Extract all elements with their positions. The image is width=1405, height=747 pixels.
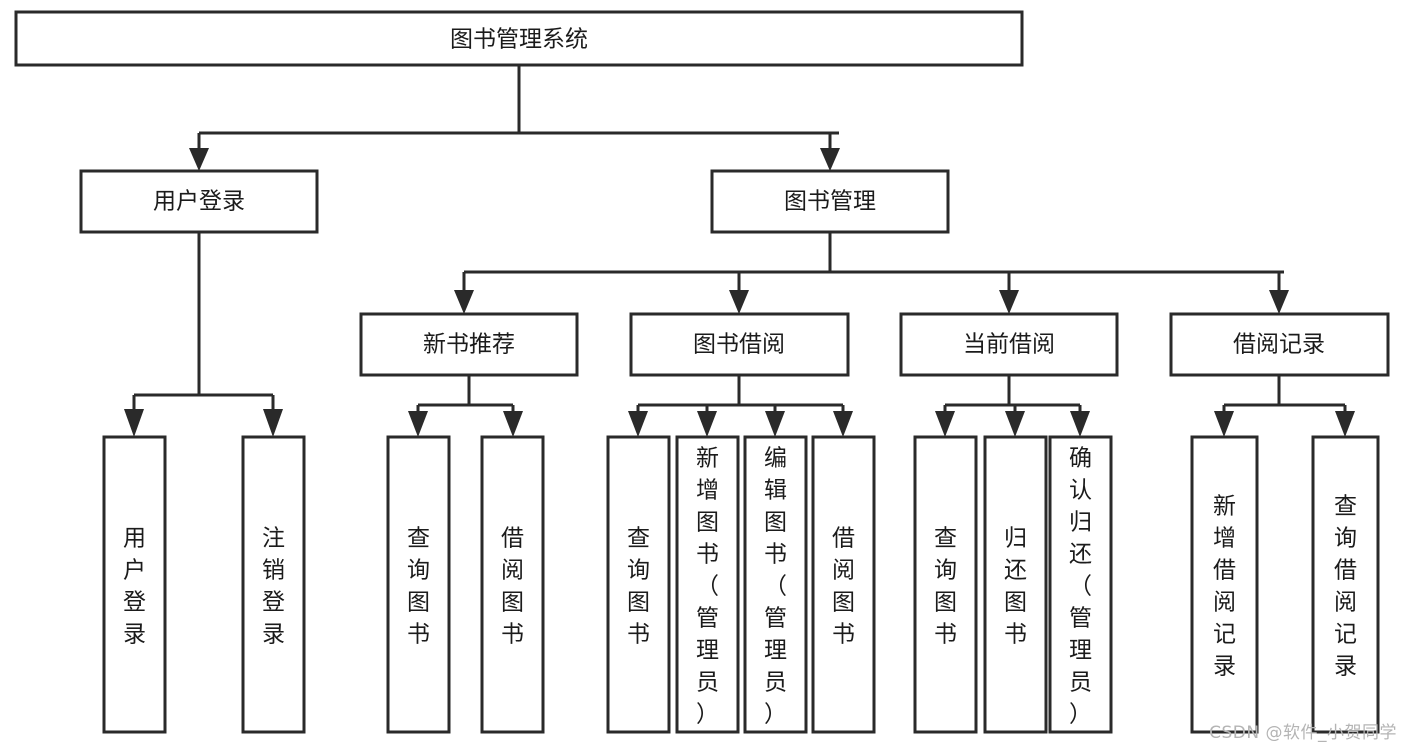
watermark-text: CSDN @软件_小贺同学 bbox=[1209, 723, 1397, 743]
node-leaf-add-book-admin[interactable]: 新增图书（管理员） bbox=[675, 435, 740, 734]
node-leaf-query-book-recommend-label: 查询图书 bbox=[407, 525, 430, 647]
arrow-head-icon bbox=[263, 409, 283, 437]
connector-userlogin-to-leaves bbox=[124, 232, 283, 437]
node-borrow-record[interactable]: 借阅记录 bbox=[1169, 312, 1390, 377]
node-leaf-query-borrow-record-box[interactable] bbox=[1311, 435, 1380, 734]
connector-borrow-to-leaves bbox=[628, 375, 853, 437]
node-leaf-return-book-label: 归还图书 bbox=[1004, 525, 1027, 647]
arrow-head-icon bbox=[765, 411, 785, 437]
node-user-login-label: 用户登录 bbox=[153, 189, 245, 215]
connector-root-to-level2 bbox=[189, 65, 840, 171]
arrow-head-icon bbox=[454, 290, 474, 314]
node-current-borrow[interactable]: 当前借阅 bbox=[899, 312, 1119, 377]
node-leaf-edit-book-admin-box[interactable] bbox=[743, 435, 808, 734]
node-leaf-query-book-current-label: 查询图书 bbox=[934, 525, 957, 647]
node-book-borrow-box[interactable] bbox=[629, 312, 850, 377]
node-leaf-query-book-recommend[interactable]: 查询图书 bbox=[386, 435, 451, 734]
node-new-book-recommend[interactable]: 新书推荐 bbox=[359, 312, 579, 377]
node-root-box[interactable] bbox=[14, 10, 1024, 67]
node-leaf-query-book-borrow-label: 查询图书 bbox=[627, 525, 650, 647]
node-leaf-user-login-label: 用户登录 bbox=[123, 525, 146, 647]
arrow-head-icon bbox=[1335, 411, 1355, 437]
node-leaf-query-book-borrow[interactable]: 查询图书 bbox=[606, 435, 671, 734]
arrow-head-icon bbox=[1070, 411, 1090, 437]
arrow-head-icon bbox=[189, 148, 209, 171]
node-leaf-confirm-return-admin-label: 确认归还（管理员） bbox=[1069, 445, 1092, 727]
connector-bookmgmt-to-level3 bbox=[454, 232, 1289, 314]
arrow-head-icon bbox=[503, 411, 523, 437]
connector-record-to-leaves bbox=[1214, 375, 1355, 437]
arrow-head-icon bbox=[628, 411, 648, 437]
node-leaf-add-borrow-record-box[interactable] bbox=[1190, 435, 1259, 734]
node-book-borrow[interactable]: 图书借阅 bbox=[629, 312, 850, 377]
arrow-head-icon bbox=[935, 411, 955, 437]
arrow-head-icon bbox=[1269, 290, 1289, 314]
node-new-book-recommend-label: 新书推荐 bbox=[423, 332, 515, 358]
node-leaf-borrow-book-recommend-label: 借阅图书 bbox=[501, 525, 524, 647]
node-book-borrow-label: 图书借阅 bbox=[693, 332, 785, 358]
node-root[interactable]: 图书管理系统 bbox=[14, 10, 1024, 67]
node-leaf-query-book-current[interactable]: 查询图书 bbox=[913, 435, 978, 734]
node-borrow-record-box[interactable] bbox=[1169, 312, 1390, 377]
node-current-borrow-label: 当前借阅 bbox=[963, 332, 1055, 358]
arrow-head-icon bbox=[408, 411, 428, 437]
node-leaf-borrow-book-recommend-box[interactable] bbox=[480, 435, 545, 734]
node-leaf-query-borrow-record-label: 查询借阅记录 bbox=[1334, 493, 1357, 679]
node-leaf-logout-box[interactable] bbox=[241, 435, 306, 734]
node-leaf-user-login-box[interactable] bbox=[102, 435, 167, 734]
node-leaf-query-borrow-record[interactable]: 查询借阅记录 bbox=[1311, 435, 1380, 734]
node-leaf-borrow-book-recommend[interactable]: 借阅图书 bbox=[480, 435, 545, 734]
node-current-borrow-box[interactable] bbox=[899, 312, 1119, 377]
node-root-label: 图书管理系统 bbox=[450, 27, 588, 53]
node-leaf-add-book-admin-label: 新增图书（管理员） bbox=[696, 445, 719, 727]
arrow-head-icon bbox=[729, 290, 749, 314]
node-leaf-add-borrow-record-label: 新增借阅记录 bbox=[1213, 493, 1236, 679]
node-leaf-return-book-box[interactable] bbox=[983, 435, 1048, 734]
node-leaf-query-book-borrow-box[interactable] bbox=[606, 435, 671, 734]
node-book-management[interactable]: 图书管理 bbox=[710, 169, 950, 234]
arrow-head-icon bbox=[124, 409, 144, 437]
node-leaf-add-borrow-record[interactable]: 新增借阅记录 bbox=[1190, 435, 1259, 734]
node-user-login-box[interactable] bbox=[79, 169, 319, 234]
node-leaf-confirm-return-admin[interactable]: 确认归还（管理员） bbox=[1048, 435, 1113, 734]
node-leaf-edit-book-admin-label: 编辑图书（管理员） bbox=[764, 445, 787, 727]
connector-recommend-to-leaves bbox=[408, 375, 523, 437]
leaf-node-layer: 用户登录 注销登录 查询图书 借阅图书 查询图书 新增图书（管理员） 编辑图书（管理员） 借阅… bbox=[102, 435, 1380, 734]
arrow-head-icon bbox=[833, 411, 853, 437]
node-leaf-query-book-recommend-box[interactable] bbox=[386, 435, 451, 734]
node-leaf-return-book[interactable]: 归还图书 bbox=[983, 435, 1048, 734]
node-book-management-label: 图书管理 bbox=[784, 189, 876, 215]
node-leaf-borrow-book-label: 借阅图书 bbox=[832, 525, 855, 647]
node-leaf-borrow-book-box[interactable] bbox=[811, 435, 876, 734]
node-leaf-edit-book-admin[interactable]: 编辑图书（管理员） bbox=[743, 435, 808, 734]
node-user-login[interactable]: 用户登录 bbox=[79, 169, 319, 234]
arrow-head-icon bbox=[697, 411, 717, 437]
connector-current-to-leaves bbox=[935, 375, 1090, 437]
connector-layer bbox=[124, 65, 1355, 437]
node-leaf-confirm-return-admin-box[interactable] bbox=[1048, 435, 1113, 734]
node-borrow-record-label: 借阅记录 bbox=[1233, 332, 1325, 358]
node-new-book-recommend-box[interactable] bbox=[359, 312, 579, 377]
node-leaf-user-login[interactable]: 用户登录 bbox=[102, 435, 167, 734]
node-leaf-add-book-admin-box[interactable] bbox=[675, 435, 740, 734]
node-leaf-borrow-book[interactable]: 借阅图书 bbox=[811, 435, 876, 734]
node-book-management-box[interactable] bbox=[710, 169, 950, 234]
node-leaf-logout[interactable]: 注销登录 bbox=[241, 435, 306, 734]
node-leaf-logout-label: 注销登录 bbox=[262, 525, 285, 647]
node-leaf-query-book-current-box[interactable] bbox=[913, 435, 978, 734]
arrow-head-icon bbox=[820, 148, 840, 171]
arrow-head-icon bbox=[999, 290, 1019, 314]
arrow-head-icon bbox=[1214, 411, 1234, 437]
arrow-head-icon bbox=[1005, 411, 1025, 437]
